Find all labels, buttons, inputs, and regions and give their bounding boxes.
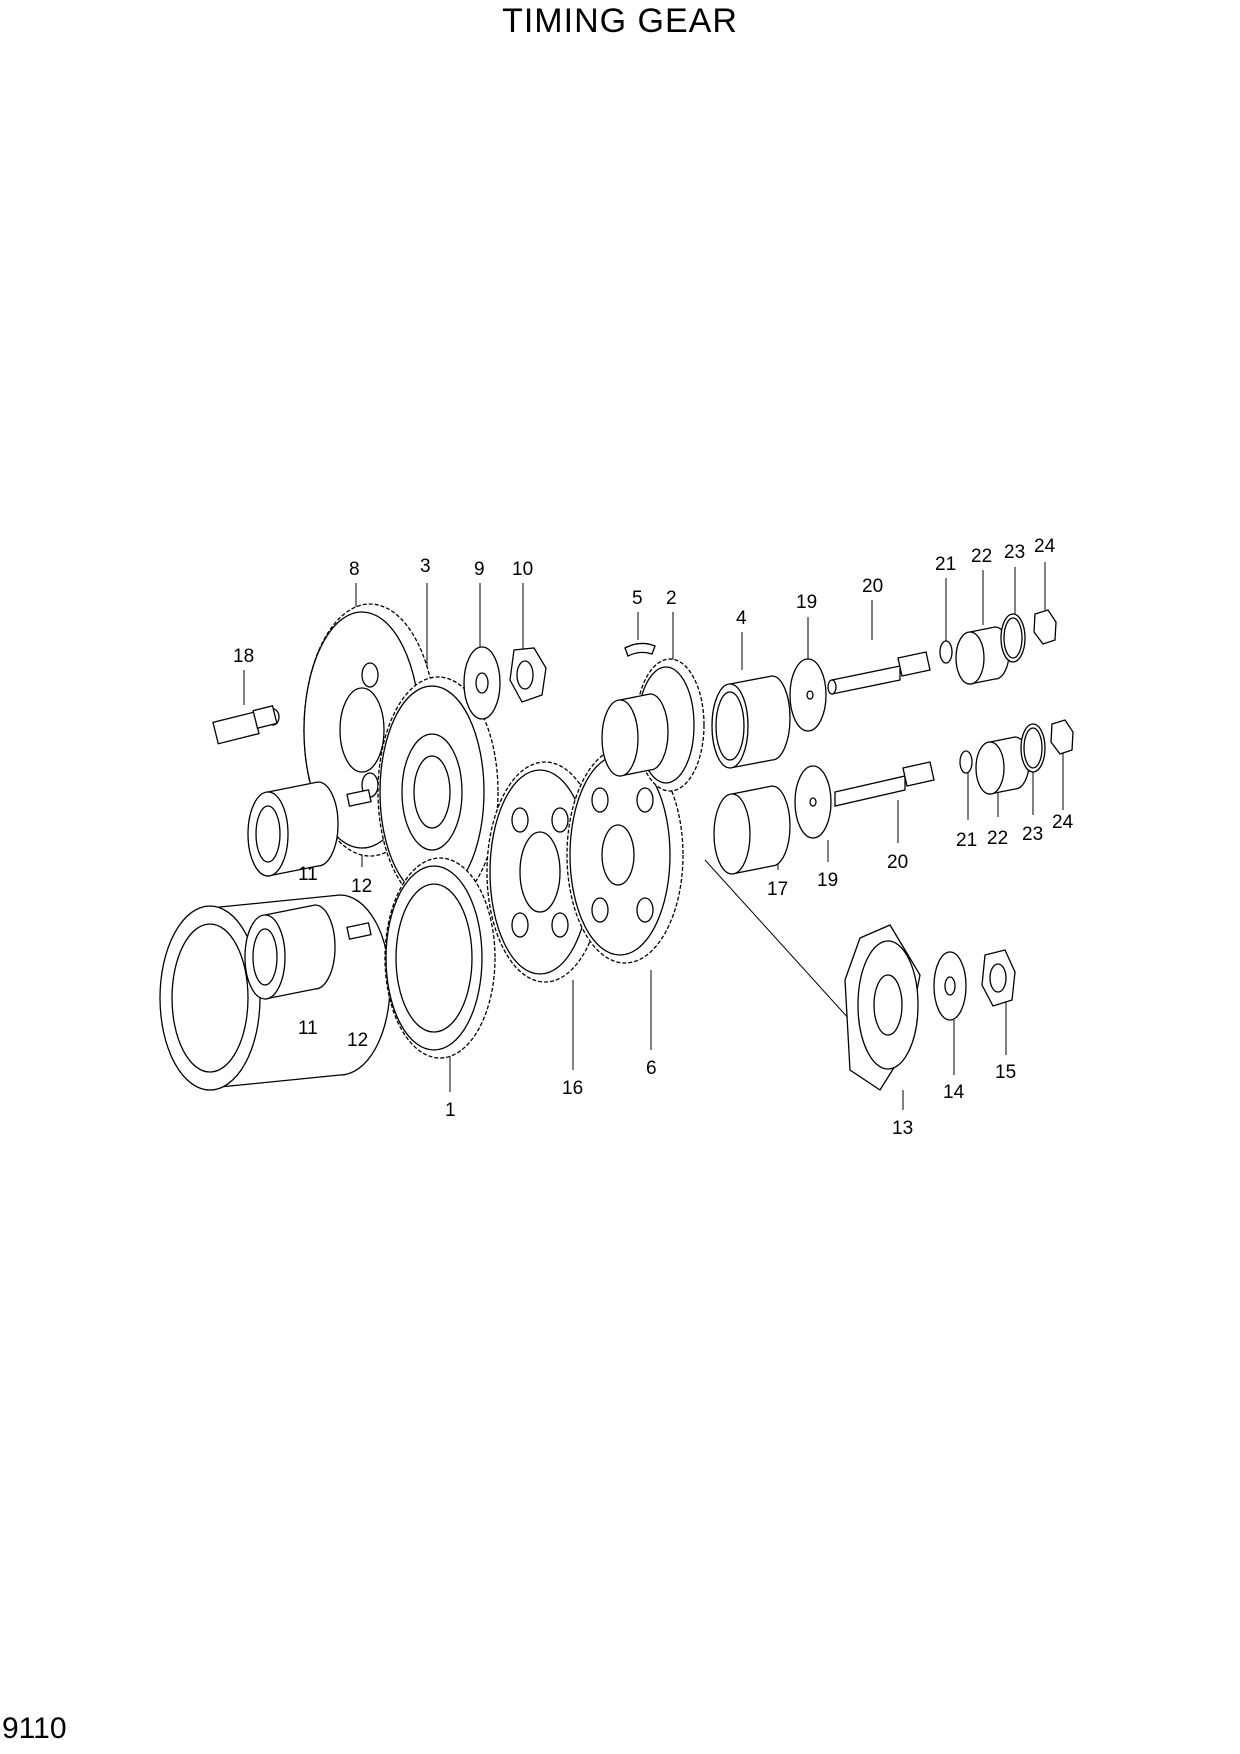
callout-8: 8 [349,559,360,580]
part-14-washer [933,951,967,1021]
part-3-gear [377,676,499,908]
callout-20: 20 [862,576,883,597]
part-22-sleeve-upper [955,626,1010,685]
part-20-bolt-upper [827,651,931,695]
callout-24b: 24 [1052,812,1074,833]
part-23-ring-lower [1020,723,1046,773]
callout-6: 6 [646,1058,657,1079]
part-22-sleeve-lower [975,736,1030,795]
part-12-key-lower [346,922,372,940]
part-11-bushing-lower [244,904,336,1000]
callout-21b: 21 [956,830,977,851]
part-18-stud [212,705,280,745]
callout-24: 24 [1034,536,1056,557]
part-9-washer [463,646,501,720]
callout-5: 5 [632,588,643,609]
callout-12b: 12 [347,1030,368,1051]
part-21-ring-lower [959,750,973,774]
page-title: TIMING GEAR [502,2,738,40]
callout-13: 13 [892,1118,913,1139]
callout-21: 21 [935,554,956,575]
part-4-bushing [711,675,791,769]
part-10-nut [509,647,547,703]
callout-labels: 8 3 9 10 5 2 4 19 20 21 22 23 24 18 11 1… [233,536,1074,1139]
part-23-ring-upper [1000,613,1026,663]
callout-12: 12 [351,876,372,897]
callout-2: 2 [666,588,677,609]
callout-23b: 23 [1022,824,1043,845]
callout-4: 4 [736,608,747,629]
part-13-plate [844,924,921,1091]
callout-22b: 22 [987,828,1008,849]
callout-11b: 11 [298,1018,318,1039]
callout-3: 3 [420,556,431,577]
callout-15: 15 [995,1062,1016,1083]
part-15-nut [981,949,1016,1007]
part-11-bushing-upper [247,781,339,877]
part-12-key-upper [346,789,372,807]
callout-10: 10 [512,559,533,580]
part-19-washer-lower [794,765,832,839]
part-24-nut-lower [1050,719,1074,755]
callout-16: 16 [562,1078,583,1099]
part-24-nut-upper [1033,609,1057,645]
callout-19b: 19 [817,870,838,891]
callout-14: 14 [943,1082,965,1103]
callout-1: 1 [445,1100,456,1121]
part-6-gear [566,746,684,964]
part-5-key [624,642,656,657]
callout-17: 17 [767,879,788,900]
callout-20b: 20 [887,852,908,873]
part-17-bushing [713,785,791,875]
part-1-gear [384,857,496,1059]
callout-11: 11 [298,864,318,885]
callout-22: 22 [971,546,992,567]
callout-19: 19 [796,592,817,613]
callout-9: 9 [474,559,485,580]
part-19-washer-upper [789,658,827,732]
part-21-ring-upper [939,640,953,664]
callout-18: 18 [233,646,254,667]
part-20-bolt-lower [834,761,935,807]
page-number: 9110 [2,1712,67,1745]
part-2-gear [601,658,705,792]
callout-23: 23 [1004,542,1025,563]
